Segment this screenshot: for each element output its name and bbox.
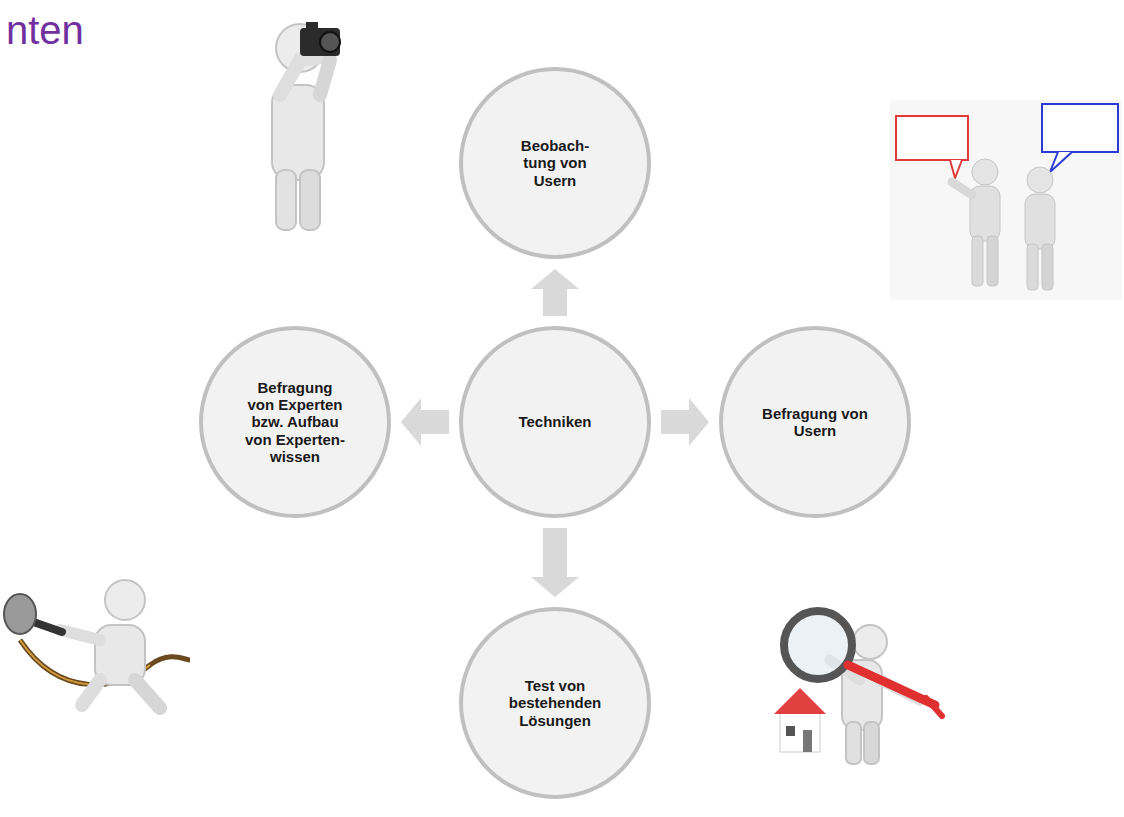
node-label: Befragung von Usern [755, 405, 875, 440]
circle-shape [461, 609, 649, 797]
circle-shape [721, 328, 909, 516]
node-label: Test von bestehenden Lösungen [495, 677, 615, 729]
page-title: nten [6, 8, 84, 53]
node-label: Techniken [495, 413, 615, 430]
block-arrow [661, 398, 709, 446]
technique-circle: Test von bestehenden Lösungen [459, 607, 651, 799]
block-arrow [531, 528, 579, 597]
inspector-figure [774, 611, 942, 764]
conversation-picture [890, 100, 1122, 300]
reporter-figure [4, 580, 190, 708]
block-arrow [401, 398, 449, 446]
circle-shape [461, 328, 649, 516]
node-label: Beobach- tung von Usern [512, 137, 598, 189]
node-label: Befragung von Experten bzw. Aufbau von E… [243, 379, 347, 465]
block-arrow [531, 269, 579, 316]
photographer-figure [272, 22, 340, 230]
circle-shape [461, 69, 649, 257]
technique-circle: Beobach- tung von Usern [459, 67, 651, 259]
technique-circle: Befragung von Usern [719, 326, 911, 518]
circle-shape [201, 328, 389, 516]
technique-circle: Techniken [459, 326, 651, 518]
technique-circle: Befragung von Experten bzw. Aufbau von E… [199, 326, 391, 518]
